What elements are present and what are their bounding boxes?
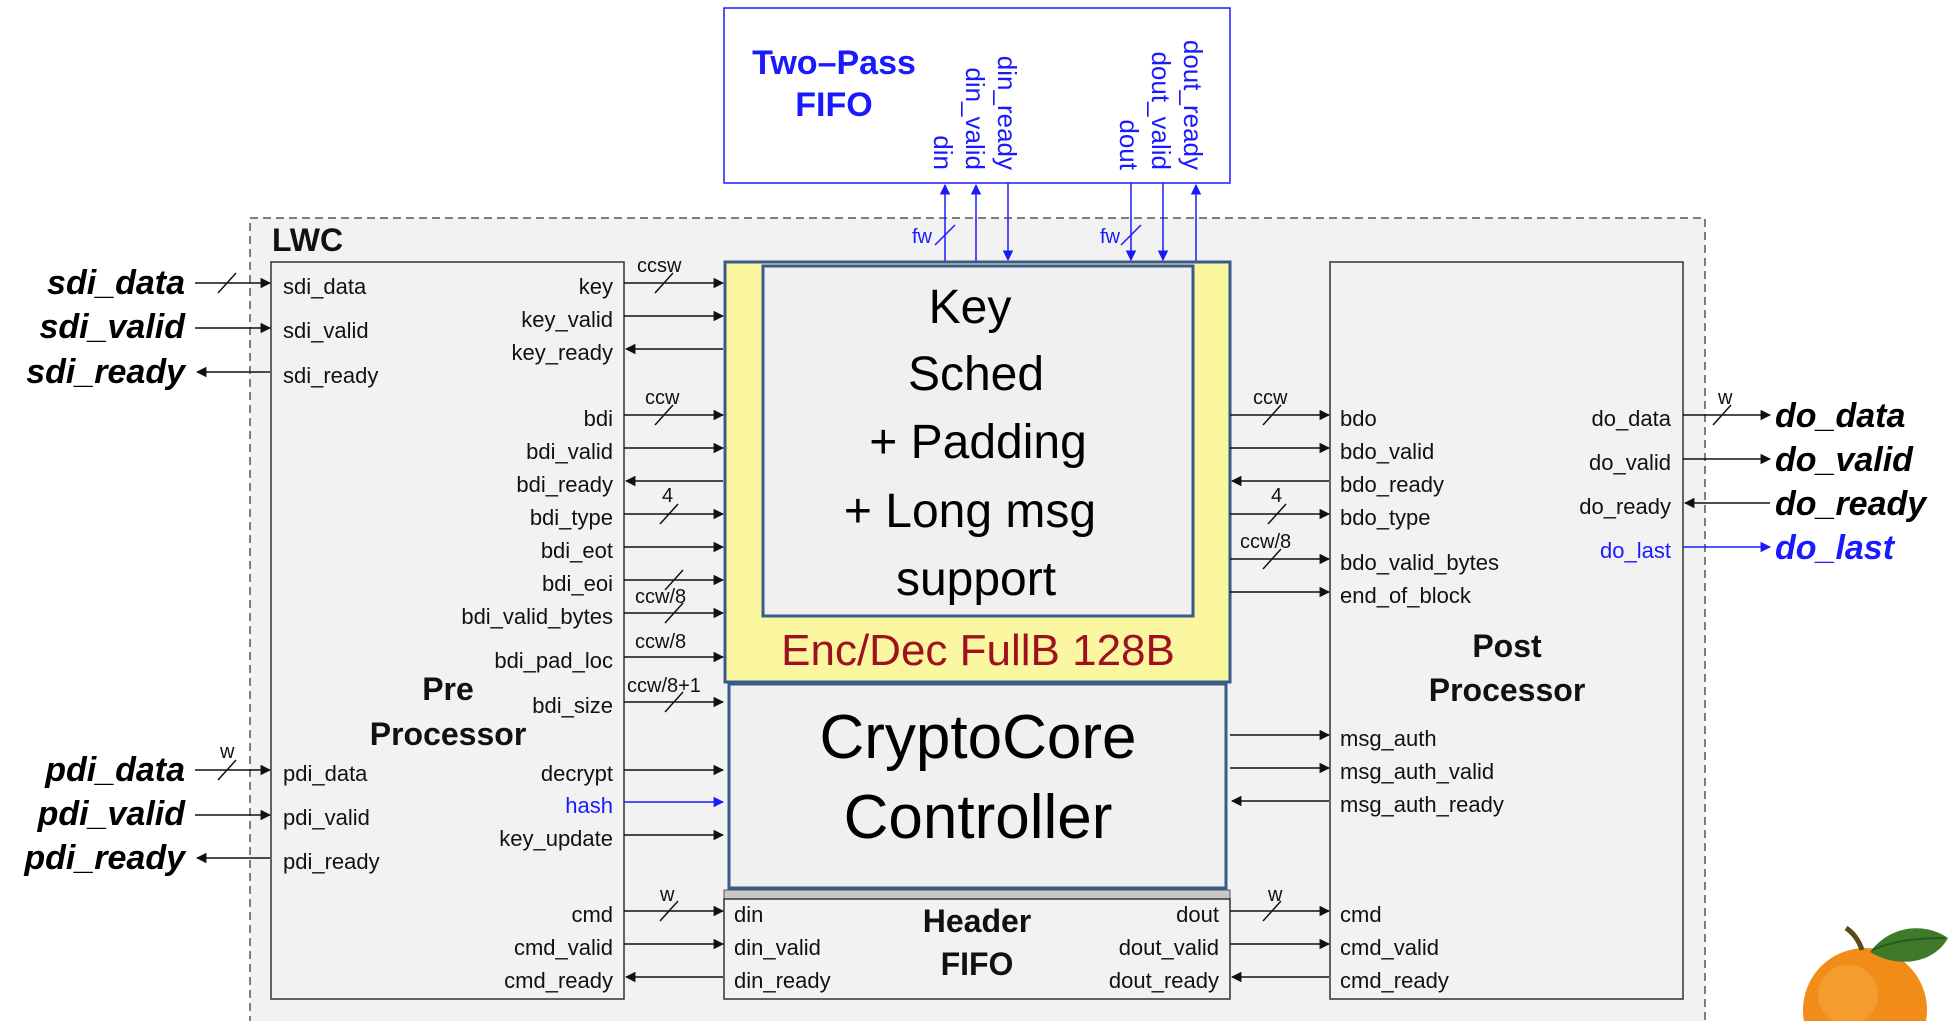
header-fifo-title-2: FIFO [941, 946, 1014, 982]
pre-in-pdi-data: pdi_data [283, 761, 368, 786]
pre-out-bdi-pad-loc: bdi_pad_loc [494, 648, 613, 673]
two-pass-fifo-title-1: Two–Pass [752, 44, 916, 82]
ext-pdi-valid: pdi_valid [37, 795, 187, 833]
pre-out-key-ready: key_ready [511, 340, 613, 365]
post-in-cmd-ready: cmd_ready [1340, 968, 1449, 993]
width-ccw-left: ccw [645, 387, 680, 409]
pre-out-key-update: key_update [499, 826, 613, 851]
post-out-do-data: do_data [1591, 406, 1671, 431]
width-ccw8p1: ccw/8+1 [627, 675, 701, 697]
pre-out-key-valid: key_valid [521, 307, 613, 332]
orange-fruit-icon [1803, 928, 1948, 1021]
ext-do-last: do_last [1775, 529, 1896, 567]
pre-in-pdi-ready: pdi_ready [283, 849, 380, 874]
post-out-do-last: do_last [1600, 538, 1671, 563]
core-inner-line3: + Padding [869, 416, 1087, 469]
width-ccsw: ccsw [637, 255, 682, 277]
pre-out-cmd: cmd [571, 902, 613, 927]
post-in-msg-auth-ready: msg_auth_ready [1340, 792, 1504, 817]
ext-pdi-data: pdi_data [44, 751, 185, 789]
post-in-bdo-type: bdo_type [1340, 505, 1431, 530]
pre-out-bdi-valid-bytes: bdi_valid_bytes [461, 604, 613, 629]
header-fifo-din: din [734, 902, 763, 927]
width-ccw8-right: ccw/8 [1240, 531, 1291, 553]
pre-out-key: key [579, 274, 613, 299]
post-processor-title-1: Post [1472, 628, 1542, 664]
post-out-do-valid: do_valid [1589, 450, 1671, 475]
two-pass-dout-valid-label: dout_valid [1146, 51, 1176, 170]
pre-out-decrypt: decrypt [541, 761, 613, 786]
lwc-label: LWC [272, 222, 343, 258]
pre-out-cmd-valid: cmd_valid [514, 935, 613, 960]
core-inner-line4: + Long msg [844, 485, 1096, 538]
width-w-pdi: w [219, 741, 235, 763]
header-fifo-title-1: Header [923, 903, 1032, 939]
post-in-bdo-valid: bdo_valid [1340, 439, 1434, 464]
width-ccw8-a: ccw/8 [635, 586, 686, 608]
two-pass-din-valid-label: din_valid [960, 67, 990, 170]
pre-processor-title-2: Processor [370, 716, 527, 752]
two-pass-dout-ready-label: dout_ready [1178, 40, 1208, 170]
post-in-end-of-block: end_of_block [1340, 583, 1472, 608]
header-fifo-din-ready: din_ready [734, 968, 831, 993]
core-inner-line2: Sched [908, 348, 1044, 401]
controller-line1: CryptoCore [820, 703, 1137, 772]
ext-pdi-ready: pdi_ready [23, 839, 187, 877]
pre-in-sdi-ready: sdi_ready [283, 363, 378, 388]
pre-out-bdi-size: bdi_size [532, 693, 613, 718]
fw-label-left: fw [912, 226, 933, 248]
ext-do-valid: do_valid [1775, 441, 1914, 479]
pre-in-sdi-valid: sdi_valid [283, 318, 369, 343]
pre-in-pdi-valid: pdi_valid [283, 805, 370, 830]
two-pass-fifo-title-2: FIFO [795, 86, 872, 124]
post-in-cmd: cmd [1340, 902, 1382, 927]
pre-out-cmd-ready: cmd_ready [504, 968, 613, 993]
controller-bottom-bar [724, 890, 1230, 899]
fw-label-right: fw [1100, 226, 1121, 248]
pre-out-bdi-eot: bdi_eot [541, 538, 613, 563]
pre-in-sdi-data: sdi_data [283, 274, 367, 299]
header-fifo-dout-valid: dout_valid [1119, 935, 1219, 960]
header-fifo-dout: dout [1176, 902, 1219, 927]
two-pass-din-ready-label: din_ready [992, 56, 1022, 170]
pre-processor-title-1: Pre [422, 671, 474, 707]
width-4-right: 4 [1271, 485, 1282, 507]
core-variant-label: Enc/Dec FullB 128B [781, 626, 1175, 675]
pre-out-hash: hash [565, 793, 613, 818]
width-4-left: 4 [662, 485, 673, 507]
post-in-msg-auth: msg_auth [1340, 726, 1437, 751]
post-out-do-ready: do_ready [1579, 494, 1671, 519]
ext-do-ready: do_ready [1775, 485, 1928, 523]
post-in-bdo-ready: bdo_ready [1340, 472, 1444, 497]
pre-out-bdi-type: bdi_type [530, 505, 613, 530]
post-in-bdo-valid-bytes: bdo_valid_bytes [1340, 550, 1499, 575]
post-in-cmd-valid: cmd_valid [1340, 935, 1439, 960]
core-inner-line5: support [896, 553, 1056, 606]
ext-sdi-valid: sdi_valid [39, 308, 186, 346]
pre-out-bdi-ready: bdi_ready [516, 472, 613, 497]
ext-do-data: do_data [1775, 397, 1905, 435]
width-ccw-right: ccw [1253, 387, 1288, 409]
width-ccw8-b: ccw/8 [635, 631, 686, 653]
post-in-bdo: bdo [1340, 406, 1377, 431]
pre-out-bdi: bdi [584, 406, 613, 431]
width-w-cmd-left: w [659, 884, 675, 906]
width-w-do: w [1717, 387, 1733, 409]
controller-line2: Controller [844, 783, 1113, 852]
pre-out-bdi-eoi: bdi_eoi [542, 571, 613, 596]
post-processor-title-2: Processor [1429, 672, 1586, 708]
two-pass-dout-label: dout [1114, 119, 1144, 170]
pre-out-bdi-valid: bdi_valid [526, 439, 613, 464]
post-in-msg-auth-valid: msg_auth_valid [1340, 759, 1494, 784]
header-fifo-dout-ready: dout_ready [1109, 968, 1219, 993]
ext-sdi-data: sdi_data [47, 264, 185, 302]
width-w-cmd-right: w [1267, 884, 1283, 906]
two-pass-din-label: din [928, 135, 958, 170]
ext-sdi-ready: sdi_ready [26, 353, 187, 391]
header-fifo-din-valid: din_valid [734, 935, 821, 960]
core-inner-line1: Key [929, 281, 1012, 334]
